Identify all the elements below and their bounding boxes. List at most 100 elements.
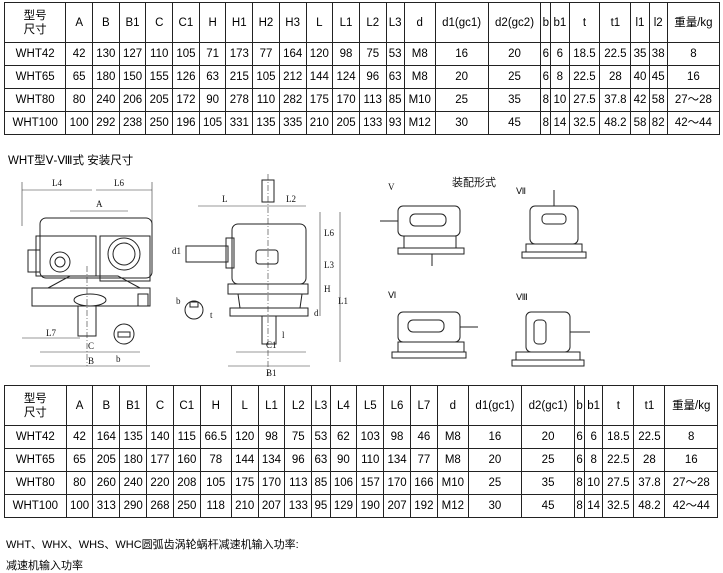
header-cell: t1 [599,2,632,43]
value-cell: 45 [487,111,542,135]
value-cell: 10 [550,88,570,112]
value-cell: 175 [305,88,334,112]
value-cell: 126 [172,65,200,89]
value-cell: 206 [118,88,147,112]
value-cell: 207 [257,494,286,518]
value-cell: 8 [550,65,570,89]
mount-caption: WHT型Ⅴ-Ⅷ式 安装尺寸 [8,155,134,167]
value-cell: 32.5 [602,494,635,518]
value-cell: 53 [311,425,331,449]
value-cell: M12 [436,494,469,518]
value-cell: M10 [436,471,469,495]
input-power-note: WHT、WHX、WHS、WHC圆弧齿涡轮蜗杆减速机输入功率: [6,539,299,551]
form-vii-label: Ⅶ [516,186,526,196]
value-cell: M8 [403,42,436,66]
value-cell: 144 [230,448,259,472]
form-v-label: V [388,182,395,192]
dim-a: A [96,199,103,209]
value-cell: 290 [119,494,148,518]
value-cell: 130 [92,42,120,66]
header-cell: 型号 尺寸 [3,2,67,43]
value-cell: 48.2 [633,494,666,518]
header-cell: L [230,385,259,426]
value-cell: 124 [332,65,360,89]
header-cell: L5 [356,385,385,426]
header-cell: C [146,385,174,426]
value-cell: 77 [252,42,280,66]
value-cell: 10 [583,471,604,495]
value-cell: 8 [540,111,552,135]
value-cell: 196 [172,111,200,135]
value-cell: 30 [467,494,523,518]
header-cell: t1 [633,385,666,426]
value-cell: 78 [199,448,232,472]
model-cell: WHT65 [3,65,67,89]
header-cell: 重量/kg [664,385,718,426]
value-cell: 180 [92,65,120,89]
header-cell: L4 [329,385,358,426]
value-cell: 268 [146,494,174,518]
value-cell: 25 [520,448,576,472]
value-cell: 110 [145,42,174,66]
value-cell: 170 [257,471,286,495]
value-cell: 205 [145,88,174,112]
value-cell: 157 [356,471,385,495]
value-cell: 98 [383,425,411,449]
value-cell: 27～28 [664,471,718,495]
value-cell: 180 [119,448,148,472]
dim-d1: d1 [172,246,181,256]
model-cell: WHT80 [4,471,67,495]
dim-l4: L4 [52,178,62,188]
header-cell: B [92,2,120,43]
value-cell: M10 [403,88,436,112]
header-cell: d [436,385,469,426]
header-cell: b [574,385,585,426]
dim-c: C [88,341,94,351]
value-cell: 85 [385,88,405,112]
header-cell: t [602,385,635,426]
value-cell: 282 [278,88,307,112]
value-cell: 82 [648,111,668,135]
model-cell: WHT100 [3,111,67,135]
value-cell: 75 [358,42,387,66]
value-cell: 134 [383,448,411,472]
header-cell: l2 [648,2,668,43]
value-cell: 140 [146,425,174,449]
value-cell: 105 [252,65,280,89]
value-cell: 8 [583,448,604,472]
dim-c1: C1 [266,340,277,350]
value-cell: 28 [633,448,666,472]
value-cell: 155 [145,65,174,89]
value-cell: 212 [278,65,307,89]
value-cell: 113 [284,471,313,495]
dim-l-small: l [282,330,285,340]
value-cell: 210 [305,111,334,135]
value-cell: 22.5 [602,448,635,472]
value-cell: 8 [574,471,585,495]
value-cell: 18.5 [602,425,635,449]
model-cell: WHT80 [3,88,67,112]
value-cell: 175 [230,471,259,495]
header-cell: L2 [284,385,313,426]
value-cell: 238 [118,111,147,135]
header-cell: A [65,385,94,426]
value-cell: 164 [92,425,121,449]
value-cell: 135 [252,111,280,135]
header-cell: b1 [583,385,604,426]
value-cell: 313 [92,494,121,518]
value-cell: 42 [65,425,94,449]
dim-l6-side: L6 [324,228,334,238]
value-cell: 208 [172,471,201,495]
value-cell: 75 [284,425,313,449]
header-cell: t [568,2,601,43]
value-cell: 45 [648,65,668,89]
value-cell: 42～44 [664,494,718,518]
value-cell: 103 [356,425,385,449]
dim-l2: L2 [286,194,296,204]
value-cell: 172 [172,88,200,112]
value-cell: 100 [65,494,94,518]
